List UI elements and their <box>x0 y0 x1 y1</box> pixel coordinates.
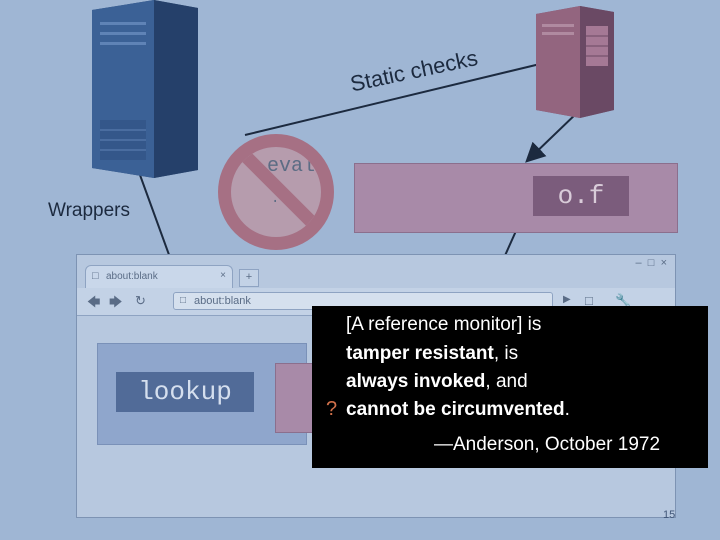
page-icon: □ <box>92 270 99 282</box>
play-icon[interactable]: ▶ <box>563 294 571 305</box>
lookup-label: lookup <box>116 372 254 412</box>
quote-bold-3: cannot be circumvented <box>346 399 565 420</box>
quote-line-3: always invoked, and <box>346 371 528 392</box>
page-menu-icon[interactable]: □ <box>585 293 593 308</box>
lookup-panel: lookup <box>97 343 307 445</box>
quote-box: [A reference monitor] is tamper resistan… <box>312 306 708 468</box>
new-tab-button[interactable]: + <box>239 269 259 287</box>
tab-title: about:blank <box>106 271 158 282</box>
close-window-icon[interactable]: × <box>660 257 667 269</box>
window-controls: – □ × <box>636 257 667 269</box>
server-right-icon <box>536 6 614 118</box>
prohibition-slash <box>231 147 321 237</box>
server-left-icon <box>92 0 198 178</box>
quote-line-2: tamper resistant, is <box>346 343 519 364</box>
tab-close-icon[interactable]: × <box>220 270 226 281</box>
forward-icon[interactable]: 🡆 <box>109 294 123 309</box>
quote-attribution: —Anderson, October 1972 <box>434 434 661 455</box>
static-checks-arrow <box>244 63 541 136</box>
wrench-icon[interactable]: 🔧 <box>615 293 632 308</box>
slide-number: 15 <box>663 509 676 521</box>
quote-bold-2: always invoked <box>346 371 486 392</box>
question-mark: ? <box>326 398 338 420</box>
reload-icon[interactable]: ↻ <box>135 293 146 308</box>
minimize-icon[interactable]: – <box>635 257 642 269</box>
quote-line-4: cannot be circumvented. <box>346 399 570 420</box>
back-icon[interactable]: 🡄 <box>87 294 101 309</box>
quote-bold-1: tamper resistant <box>346 343 494 364</box>
no-eval-icon: eval .. <box>218 134 334 250</box>
address-text: about:blank <box>194 295 251 307</box>
maximize-icon[interactable]: □ <box>647 257 655 269</box>
of-panel: o.f <box>354 163 678 233</box>
eval-label: eval <box>267 155 316 178</box>
server-to-of-arrow <box>525 109 581 163</box>
quote-line-1: [A reference monitor] is <box>346 314 542 335</box>
of-label: o.f <box>533 176 629 216</box>
wrappers-label: Wrappers <box>48 200 131 221</box>
browser-tab[interactable]: □ about:blank × <box>85 265 233 289</box>
page-icon: □ <box>180 295 187 306</box>
